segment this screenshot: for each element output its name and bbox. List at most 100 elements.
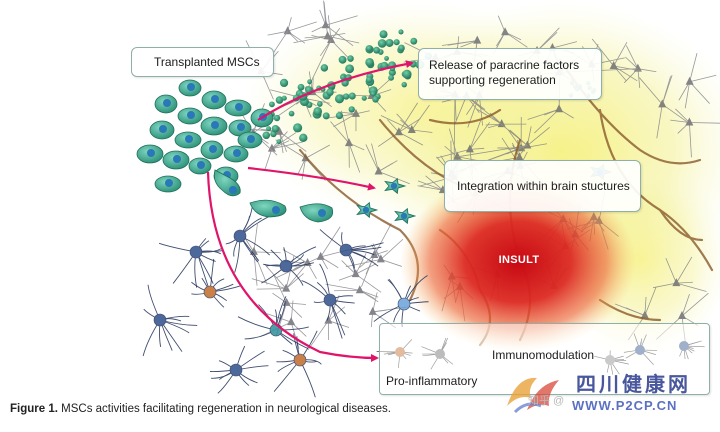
transplanted-mscs-label: Transplanted MSCs [131, 47, 274, 77]
integrated-msc [394, 207, 417, 225]
watermark-zhihu: 知乎 @ [528, 395, 565, 407]
integrated-mscs [356, 163, 613, 225]
neuron [591, 38, 641, 82]
paracrine-dot [388, 68, 396, 77]
figure-caption: Figure 1. MSCs activities facilitating r… [10, 403, 391, 415]
neuron [365, 143, 410, 185]
immunomodulation-text: Immunomodulation [492, 348, 595, 362]
paracrine-dot [410, 37, 418, 45]
astrocyte [158, 238, 224, 288]
integration-text: Integration within brain stuctures [457, 179, 630, 193]
astrocyte [273, 330, 322, 398]
neuron [436, 120, 491, 175]
paracrine-dot [320, 64, 329, 72]
astrocyte [191, 257, 242, 308]
astrocyte [209, 345, 269, 394]
msc-cell [178, 79, 202, 97]
paracrine-line2: supporting regeneration [429, 73, 556, 87]
msc-cell [228, 119, 252, 137]
neuron [670, 108, 720, 158]
neuron [294, 226, 353, 270]
neuron [653, 256, 707, 292]
insult-text: INSULT [498, 254, 540, 266]
paracrine-dot [266, 126, 272, 132]
msc-cell [136, 144, 164, 164]
paracrine-dot [393, 39, 400, 46]
paracrine-dot [293, 123, 303, 133]
paracrine-dot [365, 76, 373, 84]
astrocyte [142, 284, 198, 357]
neuron [380, 104, 433, 134]
paracrine-dot [307, 79, 313, 85]
paracrine-dot [340, 74, 346, 81]
integrated-msc [384, 177, 407, 195]
msc-cell [188, 157, 212, 175]
paracrine-line1: Release of paracrine factors [429, 58, 580, 72]
paracrine-dot [398, 44, 405, 52]
paracrine-dot [276, 139, 282, 145]
neuron [359, 223, 392, 287]
migrating-mscs [213, 169, 334, 223]
neuron [327, 108, 370, 132]
paracrine-dot [299, 133, 308, 143]
paracrine-dot [262, 131, 271, 140]
paracrine-dot [269, 101, 275, 108]
paracrine-dot [377, 39, 387, 48]
pro-inflammatory-text: Pro-inflammatory [386, 374, 478, 388]
arrow-to-immunomodulation [206, 171, 379, 362]
watermark-brand: 四川健康网 [576, 374, 691, 396]
msc-cell [200, 116, 228, 136]
paracrine-dot [385, 38, 394, 47]
paracrine-dot [273, 114, 281, 122]
paracrine-dot [348, 92, 356, 100]
neuron [345, 238, 404, 268]
msc-cell [237, 131, 263, 149]
msc-cell [154, 175, 182, 193]
paracrine-dot [365, 58, 374, 67]
neuron-link [457, 145, 528, 158]
paracrine-dot [361, 95, 367, 101]
paracrine-dot [338, 55, 347, 64]
neuron [251, 255, 304, 292]
paracrine-dot [401, 81, 407, 88]
paracrine-dot [313, 107, 323, 116]
paracrine-dot [326, 88, 334, 96]
paracrine-dot [372, 95, 379, 103]
neuron [639, 75, 688, 139]
caption-prefix: Figure 1. [10, 403, 58, 415]
paracrine-dot [402, 69, 412, 79]
paracrine-dot [388, 74, 395, 81]
paracrine-dot [288, 110, 295, 117]
paracrine-dot [345, 64, 355, 74]
astrocyte [319, 229, 384, 272]
neuron [338, 253, 382, 293]
paracrine-dot [373, 46, 380, 54]
astrocyte [301, 263, 355, 339]
msc-cell [223, 145, 249, 163]
msc-cell [201, 90, 227, 110]
msc-cell [177, 107, 203, 125]
neuron-link [466, 95, 528, 146]
msc-cell [200, 140, 224, 160]
paracrine-dot [384, 56, 389, 61]
paracrine-dot [275, 96, 284, 104]
glial-cells [142, 203, 429, 398]
neuron [267, 17, 317, 44]
insult-region [400, 172, 636, 352]
paracrine-dot [279, 78, 289, 88]
paracrine-dot [317, 101, 323, 107]
neuron [293, 1, 360, 44]
arrow-to-paracrine [257, 60, 414, 121]
arrow-to-integration [247, 166, 376, 191]
paracrine-dot [297, 83, 305, 91]
paracrine-factors-label: Release of paracrine factors supporting … [418, 48, 602, 100]
paracrine-dot [271, 124, 280, 133]
astrocyte [373, 275, 429, 328]
paracrine-dot [379, 30, 388, 39]
transplanted-mscs-text: Transplanted MSCs [154, 55, 260, 69]
paracrine-dot [348, 106, 355, 113]
neuron [678, 53, 717, 109]
paracrine-dot [322, 112, 330, 120]
neuron [307, 295, 350, 351]
msc-cell [224, 99, 252, 117]
